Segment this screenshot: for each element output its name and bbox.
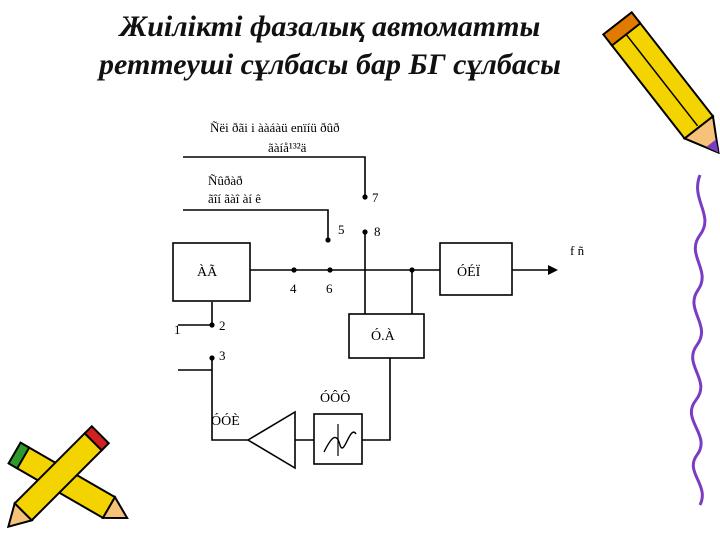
generator-label: ÀÃ	[197, 263, 218, 280]
input-top-line2: ãàíå¹³²ä	[268, 140, 307, 155]
node-label-8: 8	[374, 224, 381, 239]
node-label-3: 3	[219, 348, 226, 363]
filter-curve-icon	[323, 431, 357, 453]
input-top-line1: Ñëi ðãi i ààáàü enïíü ðûð	[210, 120, 340, 135]
phase-detector-label: Ó.À	[371, 327, 396, 344]
swirl-decoration	[689, 174, 707, 506]
node-label-6: 6	[326, 281, 333, 296]
slide-title: Жиілікті фазалық автоматты реттеуші сұлб…	[20, 8, 640, 84]
crossed-pencils-icon	[6, 424, 129, 529]
output-label: f ñ	[570, 243, 585, 258]
input-mid-line1: Ñûðàð	[208, 173, 243, 188]
amplifier-label: ÓÉÏ	[457, 263, 481, 280]
node-label-4: 4	[290, 281, 297, 296]
title-line-1: Жиілікті фазалық автоматты	[119, 10, 541, 43]
lpf-label: ÓÔÔ	[320, 389, 350, 406]
output-arrow-icon	[548, 265, 558, 275]
node-label-7: 7	[372, 190, 379, 205]
dc-amp-label: ÓÓÈ	[211, 412, 240, 429]
generator-block	[172, 242, 251, 302]
dc-amplifier-triangle	[246, 410, 296, 470]
title-line-2: реттеуші сұлбасы бар БГ сұлбасы	[99, 48, 561, 81]
input-mid-line2: ãîí ãàî àí ê	[208, 191, 261, 206]
wires	[178, 156, 548, 441]
node-dots	[209, 194, 415, 361]
pencil-icon	[601, 10, 720, 155]
node-label-5: 5	[338, 222, 345, 237]
node-label-2: 2	[219, 318, 226, 333]
node-label-1: 1	[174, 322, 181, 337]
amplifier-block	[439, 242, 513, 296]
phase-detector-block	[348, 313, 425, 359]
